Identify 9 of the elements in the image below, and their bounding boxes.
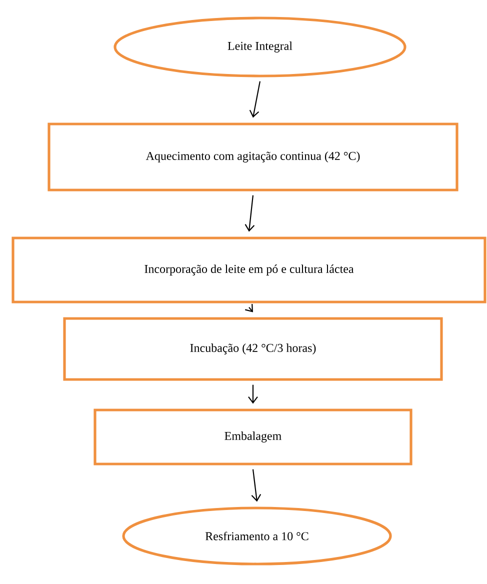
- arrow: [244, 195, 255, 232]
- arrow: [249, 81, 261, 118]
- process-box: Aquecimento com agitação continua (42 °C): [48, 122, 458, 192]
- arrow: [245, 304, 253, 312]
- process-box: Incubação (42 °C/3 horas): [63, 317, 443, 381]
- arrow: [251, 469, 262, 502]
- arrow: [248, 384, 258, 404]
- process-box: Embalagem: [94, 408, 412, 466]
- process-box: Incorporação de leite em pó e cultura láctea: [12, 236, 486, 304]
